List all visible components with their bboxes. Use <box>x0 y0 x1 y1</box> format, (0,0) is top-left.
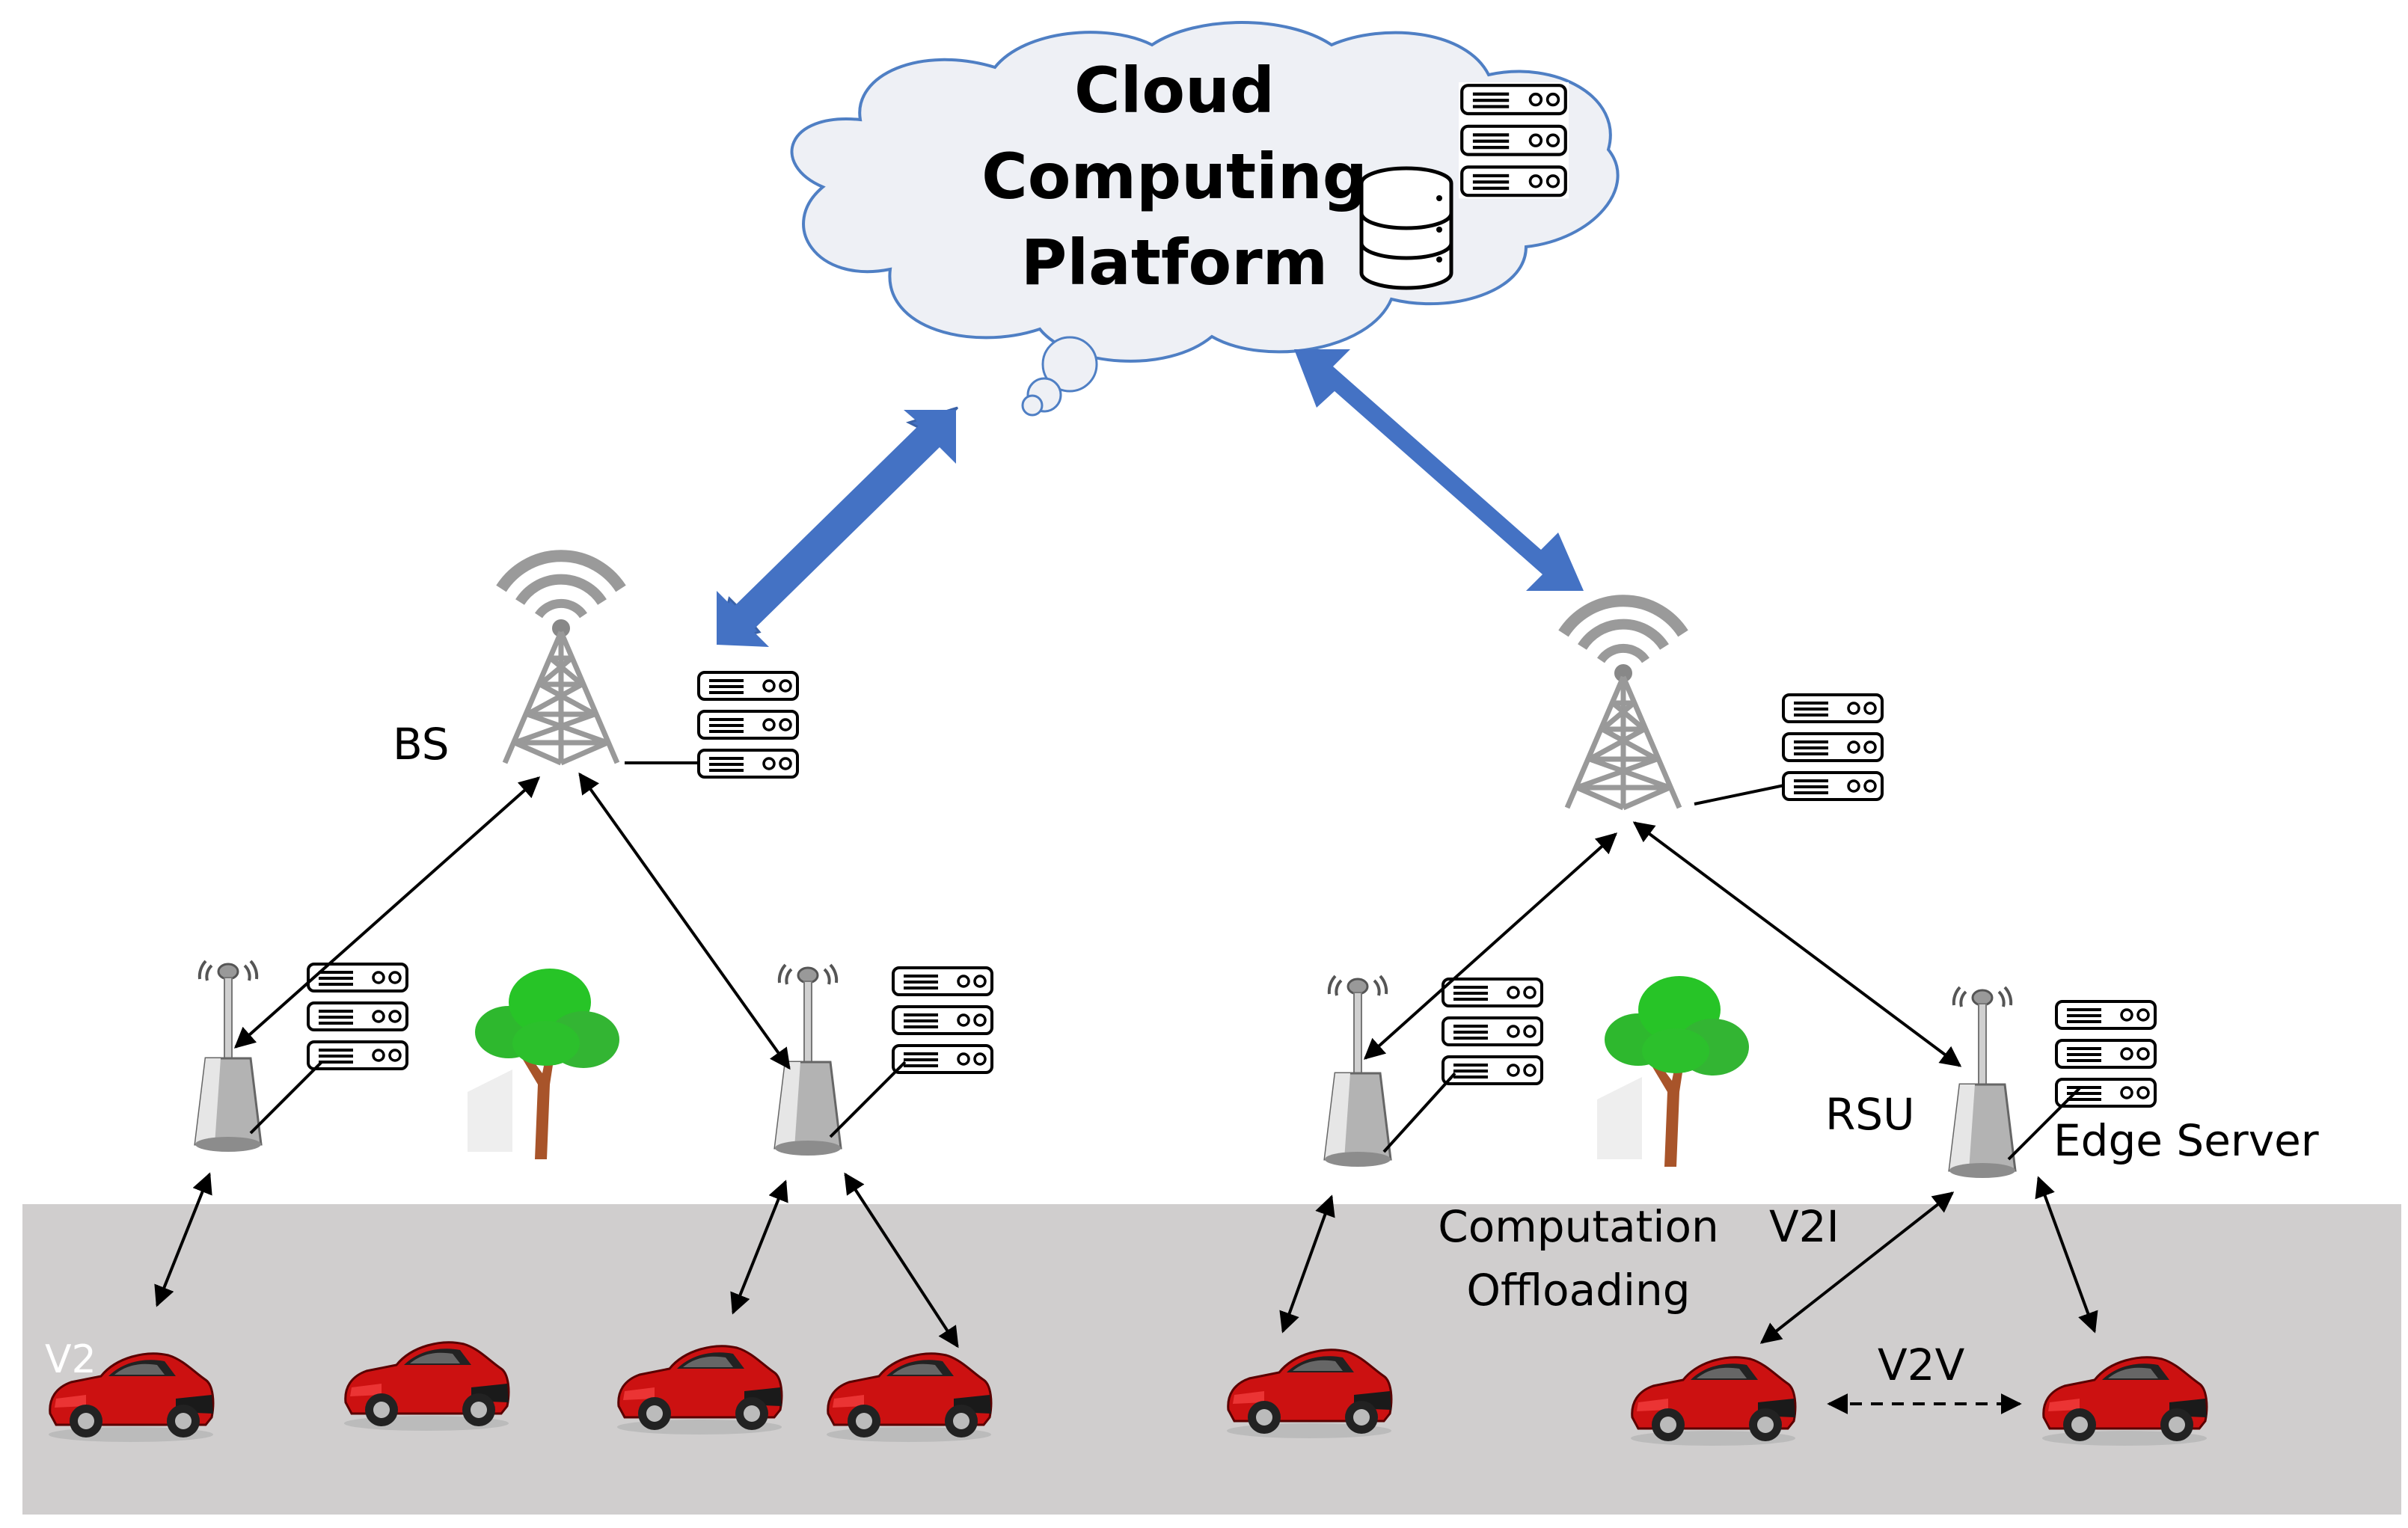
edge-server-rack-icon-3 <box>1439 975 1546 1088</box>
link-bs-right-rsu-3 <box>1363 832 1618 1060</box>
link-rsu-3-car-5 <box>1279 1194 1335 1334</box>
link-rsu-1-car-1 <box>154 1172 212 1307</box>
link-rsu-2-car-4 <box>844 1172 959 1348</box>
link-bs-left-rsu-2 <box>578 772 791 1070</box>
bs-label: BS <box>393 719 450 770</box>
cloud-left-arrow <box>717 410 956 647</box>
computation-offloading-label-line-1: Computation <box>1438 1201 1718 1252</box>
road-background <box>22 1204 2401 1515</box>
cloud-title-line-3: Platform <box>1021 226 1328 299</box>
edge-server-label: Edge Server <box>2053 1115 2319 1166</box>
bs-server-rack-icon-right <box>1779 690 1887 804</box>
v2i-label: V2I <box>1769 1201 1839 1252</box>
rsu-antenna-icon-1 <box>194 960 263 1153</box>
rsu-antenna-icon-3 <box>1323 975 1392 1168</box>
tree-icon-left <box>468 969 619 1159</box>
v2v-label: V2V <box>1878 1340 1965 1390</box>
cloud-right-arrow <box>1294 349 1584 591</box>
rsu-antenna-icon-4 <box>1948 986 2017 1179</box>
cloud-title-line-1: Cloud <box>1074 54 1275 127</box>
cloud-server-rack-icon <box>1459 82 1569 198</box>
tree-icon-right <box>1597 976 1749 1167</box>
bs-server-rack-icon-left <box>694 668 802 782</box>
edge-server-rack-icon-2 <box>889 963 996 1077</box>
base-station-tower-icon-right <box>1563 601 1683 808</box>
v2-partial-label: V2 <box>45 1337 96 1382</box>
link-bs-left-rsu-1 <box>233 776 541 1049</box>
cloud-title-line-2: Computing <box>981 140 1367 213</box>
link-rsu-4-car-7 <box>2035 1176 2098 1334</box>
link-bs-right-rsu-4 <box>1632 821 1962 1067</box>
base-station-tower-icon-left <box>501 556 621 763</box>
link-rsu-2-car-3 <box>730 1179 788 1315</box>
link-rsu-4-car-6-v2i <box>1759 1191 1955 1344</box>
computation-offloading-label-line-2: Offloading <box>1466 1265 1690 1316</box>
edge-server-rack-icon-1 <box>304 960 411 1073</box>
edge-server-rack-icon-4 <box>2052 997 2160 1111</box>
rsu-label: RSU <box>1825 1089 1915 1140</box>
database-icon <box>1359 166 1453 290</box>
